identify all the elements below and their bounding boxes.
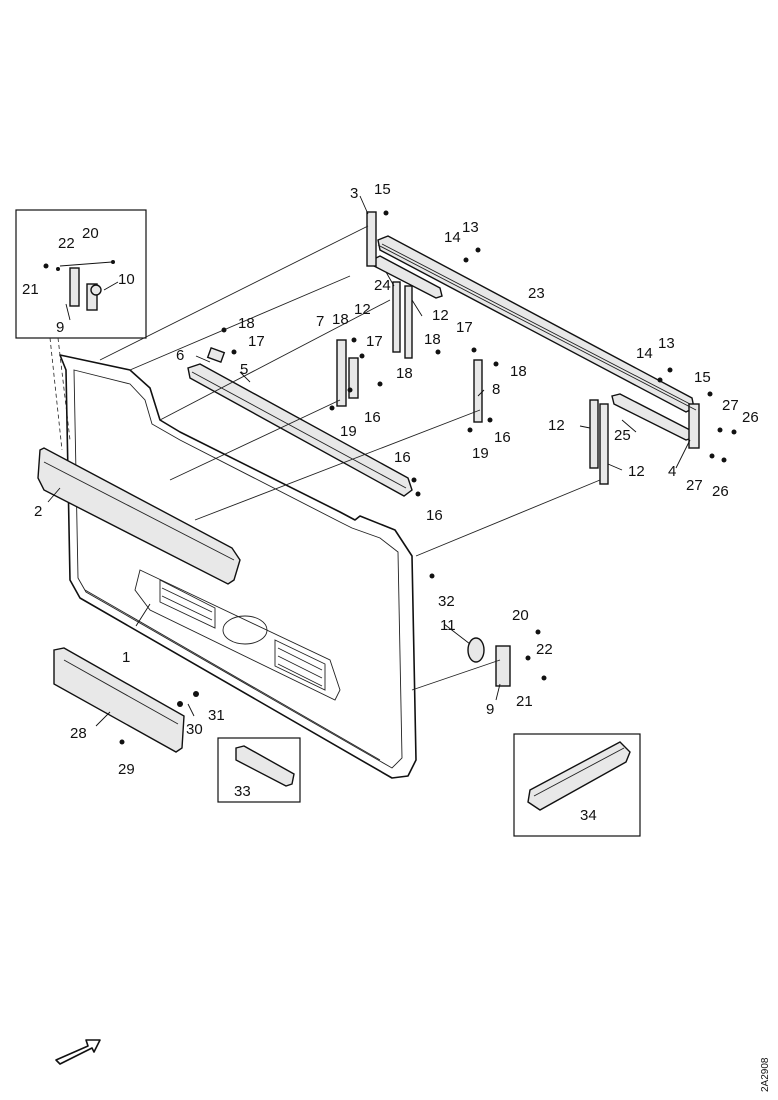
diagram-code: 2A2908 (760, 1057, 771, 1092)
callout-16-b: 16 (494, 429, 511, 446)
callout-27-a: 27 (722, 397, 739, 414)
callout-12-a: 12 (354, 301, 371, 318)
callout-12-d: 12 (628, 463, 645, 480)
callout-17-c: 17 (456, 319, 473, 336)
callout-16-d: 16 (426, 507, 443, 524)
callout-20-a: 20 (82, 225, 99, 242)
callout-1: 1 (122, 649, 130, 666)
callout-11: 11 (440, 617, 456, 634)
direction-arrow-icon (55, 1039, 101, 1065)
callout-labels: 1 2 3 4 5 6 7 8 9 9 10 11 12 12 12 12 13… (22, 181, 759, 824)
callout-30: 30 (186, 721, 203, 738)
callout-4: 4 (668, 463, 676, 480)
callout-15-b: 15 (694, 369, 711, 386)
callout-12-c: 12 (548, 417, 565, 434)
callout-27-b: 27 (686, 477, 703, 494)
callout-13-a: 13 (462, 219, 479, 236)
callout-3: 3 (350, 185, 358, 202)
bottom-bracket (53, 647, 185, 753)
callout-14-b: 14 (636, 345, 653, 362)
inset-hinge-detail-left (15, 209, 147, 339)
callout-12-b: 12 (432, 307, 449, 324)
callout-6: 6 (176, 347, 184, 364)
callout-23: 23 (528, 285, 545, 302)
callout-19-a: 19 (340, 423, 357, 440)
callout-18-c: 18 (424, 331, 441, 348)
trim-strip (37, 447, 241, 585)
callout-28: 28 (70, 725, 87, 742)
callout-17-a: 17 (248, 333, 265, 350)
callout-9-right: 9 (486, 701, 494, 718)
callout-13-b: 13 (658, 335, 675, 352)
callout-17-b: 17 (366, 333, 383, 350)
inset-part-33 (217, 737, 301, 803)
callout-21-a: 21 (22, 281, 39, 298)
front-panel (59, 354, 417, 779)
callout-9-left: 9 (56, 319, 64, 336)
callout-18-d: 18 (396, 365, 413, 382)
callout-19-b: 19 (472, 445, 489, 462)
callout-22-a: 22 (58, 235, 75, 252)
callout-18-e: 18 (510, 363, 527, 380)
inset-part-34 (513, 733, 641, 837)
callout-25: 25 (614, 427, 631, 444)
callout-18-b: 18 (332, 311, 349, 328)
callout-8: 8 (492, 381, 500, 398)
screws (119, 210, 737, 745)
callout-32: 32 (438, 593, 455, 610)
callout-33: 33 (234, 783, 251, 800)
callout-31: 31 (208, 707, 225, 724)
front-rail (187, 363, 413, 497)
callout-7: 7 (316, 313, 324, 330)
callout-15-a: 15 (374, 181, 391, 198)
callout-10: 10 (118, 271, 135, 288)
callout-16-c: 16 (394, 449, 411, 466)
callout-24: 24 (374, 277, 391, 294)
callout-21-b: 21 (516, 693, 533, 710)
callout-34: 34 (580, 807, 597, 824)
callout-14-a: 14 (444, 229, 461, 246)
callout-16-a: 16 (364, 409, 381, 426)
callout-20-b: 20 (512, 607, 529, 624)
callout-2: 2 (34, 503, 42, 520)
callout-26-a: 26 (742, 409, 759, 426)
callout-18-a: 18 (238, 315, 255, 332)
callout-22-b: 22 (536, 641, 553, 658)
callout-26-b: 26 (712, 483, 729, 500)
callout-29: 29 (118, 761, 135, 778)
callout-5: 5 (240, 361, 248, 378)
